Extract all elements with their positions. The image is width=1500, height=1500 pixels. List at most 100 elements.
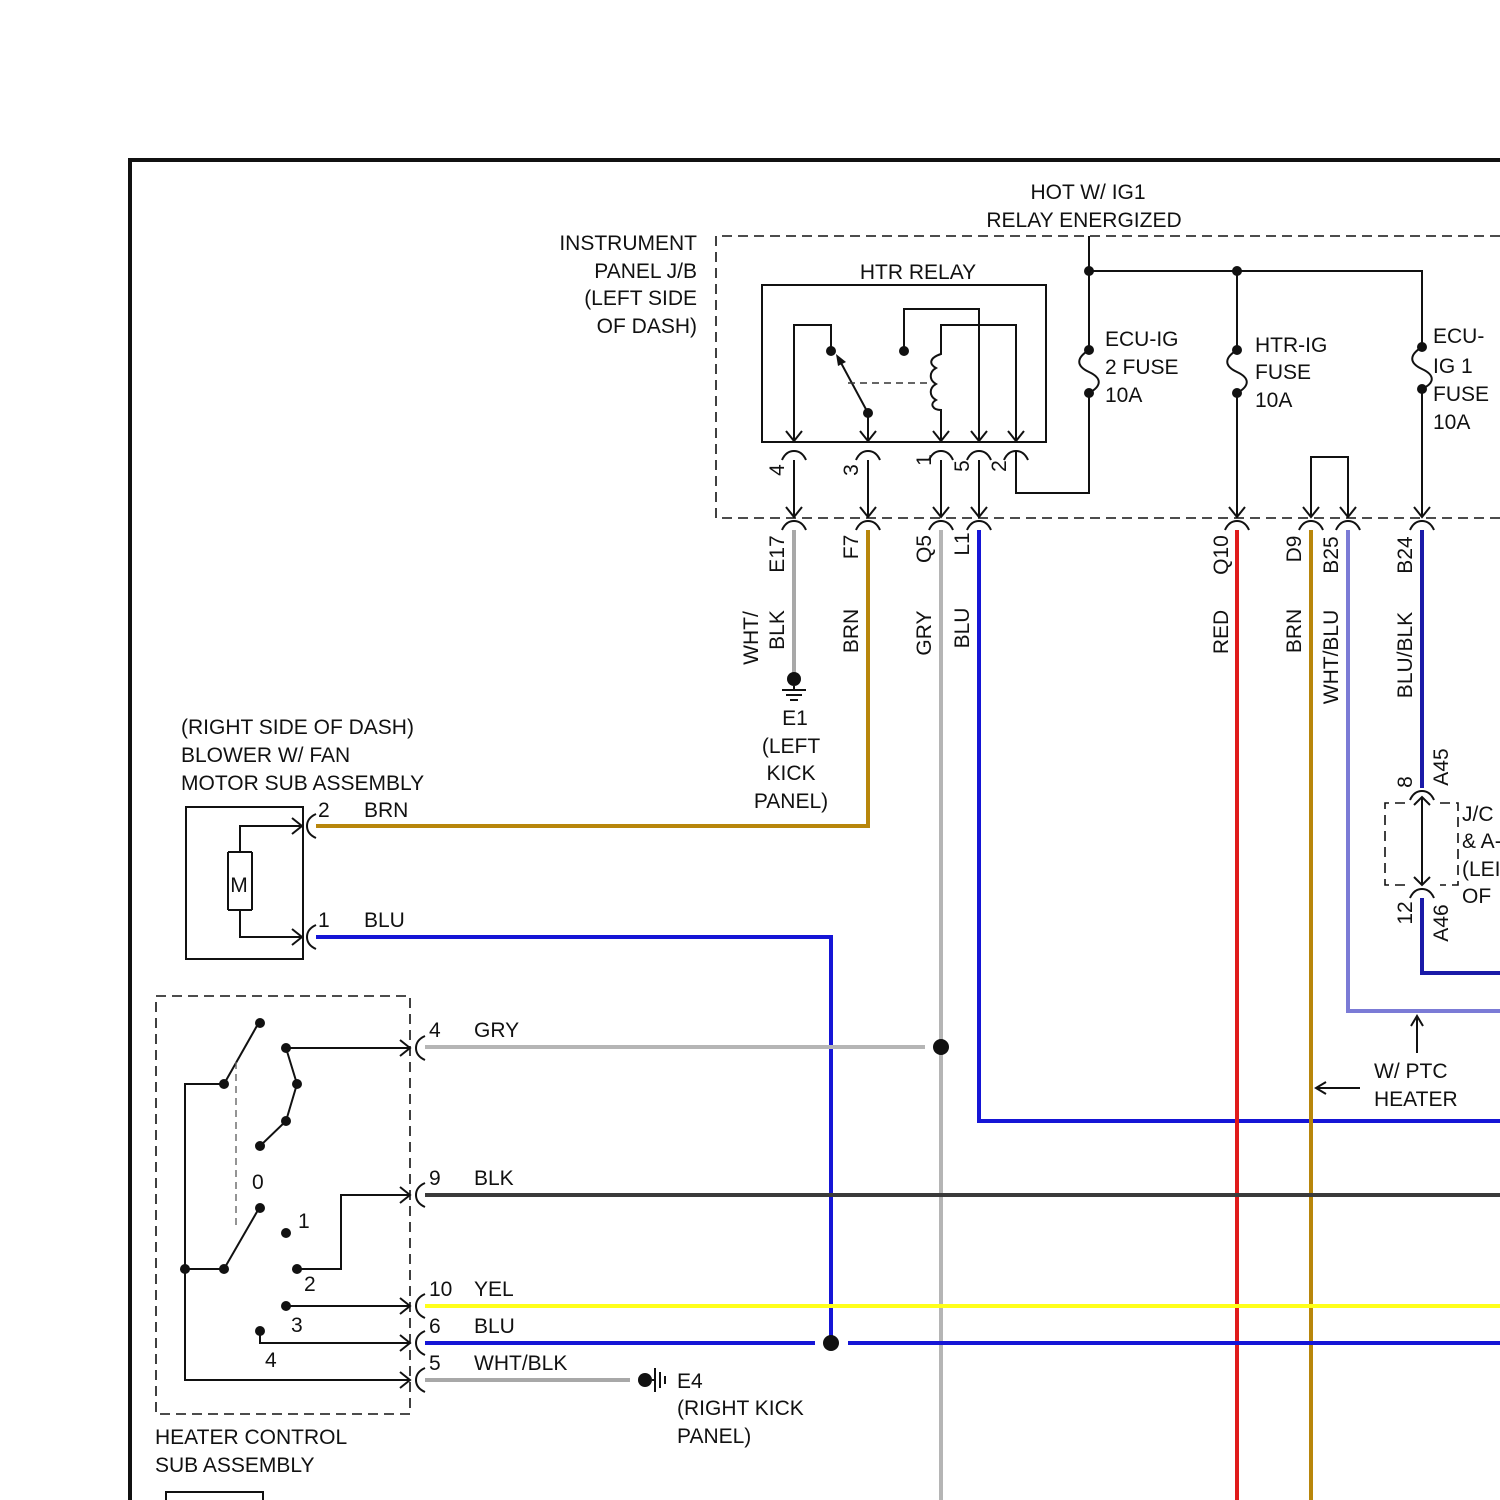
jc-label: J/C & A- (LEI OF — [1462, 803, 1500, 908]
svg-text:IG 1: IG 1 — [1433, 355, 1473, 378]
svg-text:INSTRUMENT: INSTRUMENT — [559, 232, 697, 255]
next-component-box-edge — [166, 1492, 263, 1500]
svg-text:3: 3 — [840, 464, 863, 476]
svg-text:GRY: GRY — [474, 1019, 519, 1042]
svg-text:YEL: YEL — [474, 1278, 514, 1301]
svg-text:9: 9 — [429, 1167, 441, 1190]
jb-wire-color-labels: WHT/ BLK BRN GRY BLU RED BRN WHT/BLU BLU… — [740, 608, 1417, 705]
svg-text:PANEL J/B: PANEL J/B — [594, 260, 697, 283]
svg-text:10A: 10A — [1433, 411, 1470, 434]
svg-text:2: 2 — [988, 460, 1011, 472]
blower-pin2: 2 — [318, 799, 330, 822]
svg-text:& A-: & A- — [1462, 830, 1500, 853]
svg-text:A45: A45 — [1430, 748, 1453, 785]
blower-label: (RIGHT SIDE OF DASH) BLOWER W/ FAN MOTOR… — [181, 716, 424, 795]
ptc-heater-label: W/ PTC HEATER — [1374, 1060, 1458, 1111]
svg-text:(RIGHT SIDE OF DASH): (RIGHT SIDE OF DASH) — [181, 716, 414, 739]
svg-text:1: 1 — [298, 1210, 310, 1233]
svg-text:ECU-IG: ECU-IG — [1105, 328, 1179, 351]
svg-text:5: 5 — [951, 460, 974, 472]
svg-text:0: 0 — [252, 1171, 264, 1194]
svg-text:F7: F7 — [840, 535, 863, 560]
svg-text:MOTOR SUB ASSEMBLY: MOTOR SUB ASSEMBLY — [181, 772, 424, 795]
svg-text:W/ PTC: W/ PTC — [1374, 1060, 1448, 1083]
svg-text:RED: RED — [1210, 610, 1233, 654]
svg-text:10A: 10A — [1105, 384, 1142, 407]
blu-splice — [823, 1335, 839, 1351]
svg-text:3: 3 — [291, 1314, 303, 1337]
svg-text:1: 1 — [913, 454, 936, 466]
ecu-ig2-fuse-label: ECU-IG 2 FUSE 10A — [1105, 328, 1179, 407]
svg-text:E1: E1 — [782, 707, 808, 730]
svg-text:BLOWER W/ FAN: BLOWER W/ FAN — [181, 744, 350, 767]
svg-text:GRY: GRY — [913, 610, 936, 655]
svg-text:BLK: BLK — [474, 1167, 514, 1190]
jb-connector-codes: E17 F7 Q5 L1 Q10 D9 B25 B24 — [766, 532, 1417, 575]
svg-text:E17: E17 — [766, 535, 789, 572]
svg-text:OF DASH): OF DASH) — [597, 315, 697, 338]
svg-text:D9: D9 — [1283, 536, 1306, 563]
svg-text:PANEL): PANEL) — [677, 1425, 751, 1448]
svg-text:(LEFT: (LEFT — [762, 735, 821, 758]
ecu-ig2-fuse — [1079, 345, 1099, 398]
svg-text:WHT/BLK: WHT/BLK — [474, 1352, 567, 1375]
ground-e1-label: E1 (LEFT KICK PANEL) — [754, 707, 828, 813]
svg-text:(RIGHT KICK: (RIGHT KICK — [677, 1397, 804, 1420]
svg-text:Q10: Q10 — [1210, 535, 1233, 575]
svg-text:WHT/: WHT/ — [740, 611, 763, 665]
svg-text:4: 4 — [766, 464, 789, 476]
ground-e1-symbol — [782, 672, 806, 700]
blower-pin1: 1 — [318, 909, 330, 932]
htr-ig-fuse — [1227, 345, 1247, 398]
svg-text:BLK: BLK — [766, 610, 789, 650]
svg-text:PANEL): PANEL) — [754, 790, 828, 813]
svg-text:4: 4 — [429, 1019, 441, 1042]
svg-text:HEATER CONTROL: HEATER CONTROL — [155, 1426, 347, 1449]
svg-text:FUSE: FUSE — [1255, 361, 1311, 384]
svg-text:4: 4 — [265, 1349, 277, 1372]
relay-pin-labels: 4 3 1 5 2 — [766, 454, 1011, 476]
ground-e4-symbol — [638, 1368, 665, 1392]
svg-text:OF: OF — [1462, 885, 1491, 908]
htr-relay-internals — [786, 309, 1024, 441]
blower-pin1-wire: BLU — [364, 909, 405, 932]
svg-text:2: 2 — [304, 1273, 316, 1296]
power-source-label: HOT W/ IG1 RELAY ENERGIZED — [986, 181, 1181, 232]
blower-pin2-wire: BRN — [364, 799, 408, 822]
svg-text:ECU-: ECU- — [1433, 325, 1484, 348]
svg-text:A46: A46 — [1430, 904, 1453, 941]
htr-relay-title: HTR RELAY — [860, 261, 976, 284]
svg-text:SUB ASSEMBLY: SUB ASSEMBLY — [155, 1454, 315, 1477]
svg-text:2 FUSE: 2 FUSE — [1105, 356, 1179, 379]
svg-text:BLU: BLU — [474, 1315, 515, 1338]
svg-text:10A: 10A — [1255, 389, 1292, 412]
ground-e4-label: E4 (RIGHT KICK PANEL) — [677, 1370, 804, 1448]
svg-text:FUSE: FUSE — [1433, 383, 1489, 406]
svg-text:HEATER: HEATER — [1374, 1088, 1458, 1111]
svg-text:B25: B25 — [1320, 536, 1343, 573]
svg-text:5: 5 — [429, 1352, 441, 1375]
jc-connector — [1385, 791, 1458, 898]
svg-text:8: 8 — [1394, 776, 1417, 788]
d9-b25-loop — [1311, 457, 1348, 516]
heater-control-box — [156, 996, 410, 1414]
htr-ig-fuse-label: HTR-IG FUSE 10A — [1255, 334, 1327, 412]
svg-text:12: 12 — [1394, 901, 1417, 924]
svg-text:Q5: Q5 — [913, 535, 936, 563]
relay-pin-connectors — [782, 451, 1028, 460]
svg-text:BLU/BLK: BLU/BLK — [1394, 612, 1417, 698]
svg-text:HTR-IG: HTR-IG — [1255, 334, 1327, 357]
svg-text:HOT W/ IG1: HOT W/ IG1 — [1030, 181, 1145, 204]
svg-text:6: 6 — [429, 1315, 441, 1338]
svg-text:RELAY ENERGIZED: RELAY ENERGIZED — [986, 209, 1181, 232]
svg-text:B24: B24 — [1394, 536, 1417, 574]
heater-control-title: HEATER CONTROL SUB ASSEMBLY — [155, 1426, 347, 1477]
svg-text:(LEFT SIDE: (LEFT SIDE — [584, 287, 697, 310]
ecu-ig1-fuse — [1412, 342, 1432, 394]
instrument-panel-jb-label: INSTRUMENT PANEL J/B (LEFT SIDE OF DASH) — [559, 232, 697, 338]
wire-blu-blower-pin1 — [316, 937, 831, 1343]
heater-control-position-labels: 0 1 2 3 4 — [252, 1171, 316, 1372]
ecu-ig1-fuse-label: ECU- IG 1 FUSE 10A — [1433, 325, 1489, 434]
svg-text:10: 10 — [429, 1278, 452, 1301]
